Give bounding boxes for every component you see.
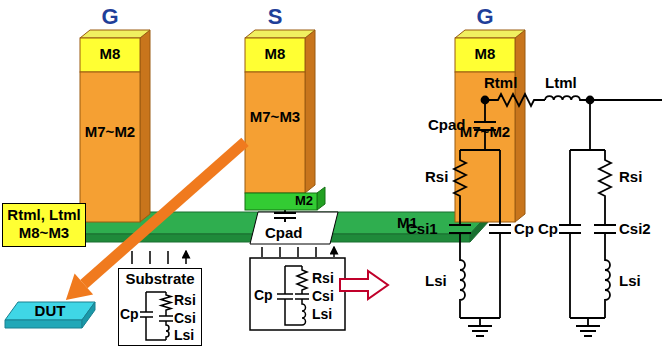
layer-label: M7~M3 bbox=[245, 108, 305, 126]
component-label: Cp bbox=[254, 287, 273, 303]
component-label: Lsi bbox=[425, 272, 447, 289]
terminal-label: G bbox=[455, 4, 515, 29]
box-title: Substrate bbox=[119, 270, 201, 288]
component-label: Ltml bbox=[545, 74, 577, 91]
layer-label: M8 bbox=[455, 45, 515, 63]
component-label: Rtml bbox=[484, 74, 517, 91]
equivalent-circuit bbox=[449, 94, 662, 336]
component-label: Rsi bbox=[312, 270, 334, 286]
component-label: Lsi bbox=[619, 272, 641, 289]
component-label: Cp bbox=[538, 220, 558, 237]
pad-opening bbox=[250, 208, 338, 244]
dut-slab bbox=[5, 302, 95, 328]
component-label: Csi2 bbox=[619, 220, 651, 237]
component-label: Lsi bbox=[174, 327, 194, 343]
metal-pillar: GM8M7~M2 bbox=[80, 38, 140, 222]
pad-substrate-network bbox=[250, 247, 345, 330]
component-label: Rsi bbox=[174, 292, 196, 308]
component-label: Lsi bbox=[312, 306, 332, 322]
component-label: Cpad bbox=[265, 224, 303, 241]
component-label: Csi1 bbox=[406, 220, 438, 237]
component-label: Rsi bbox=[425, 168, 448, 185]
terminal-label: G bbox=[80, 4, 140, 29]
component-label: Csi bbox=[174, 310, 196, 326]
component-label: Cpad bbox=[428, 116, 466, 133]
layer-label: M8 bbox=[245, 45, 305, 63]
signal-arrow bbox=[66, 142, 245, 300]
terminal-label: S bbox=[245, 4, 305, 29]
dut-label: DUT bbox=[5, 302, 95, 320]
callout-box: Rtml, Ltml M8~M3 bbox=[2, 203, 86, 247]
metal-pillar bbox=[455, 30, 525, 222]
component-label: Cp bbox=[120, 306, 139, 322]
metal-pillar bbox=[245, 30, 325, 210]
component-label: Cp bbox=[514, 220, 534, 237]
component-label: Rsi bbox=[619, 168, 642, 185]
callout-text: Rtml, Ltml M8~M3 bbox=[3, 204, 85, 244]
dut-block: DUT bbox=[5, 300, 95, 328]
layer-label: M8 bbox=[80, 45, 140, 63]
layer-label: M7~M2 bbox=[80, 123, 140, 141]
metal-pillar: SM8M7~M3 bbox=[245, 38, 305, 193]
transform-arrow bbox=[340, 271, 388, 299]
component-label: Csi bbox=[312, 288, 334, 304]
metal-pillar bbox=[80, 30, 150, 222]
layer-label: M2 bbox=[295, 193, 313, 209]
metal-plate: M2 bbox=[245, 193, 317, 210]
